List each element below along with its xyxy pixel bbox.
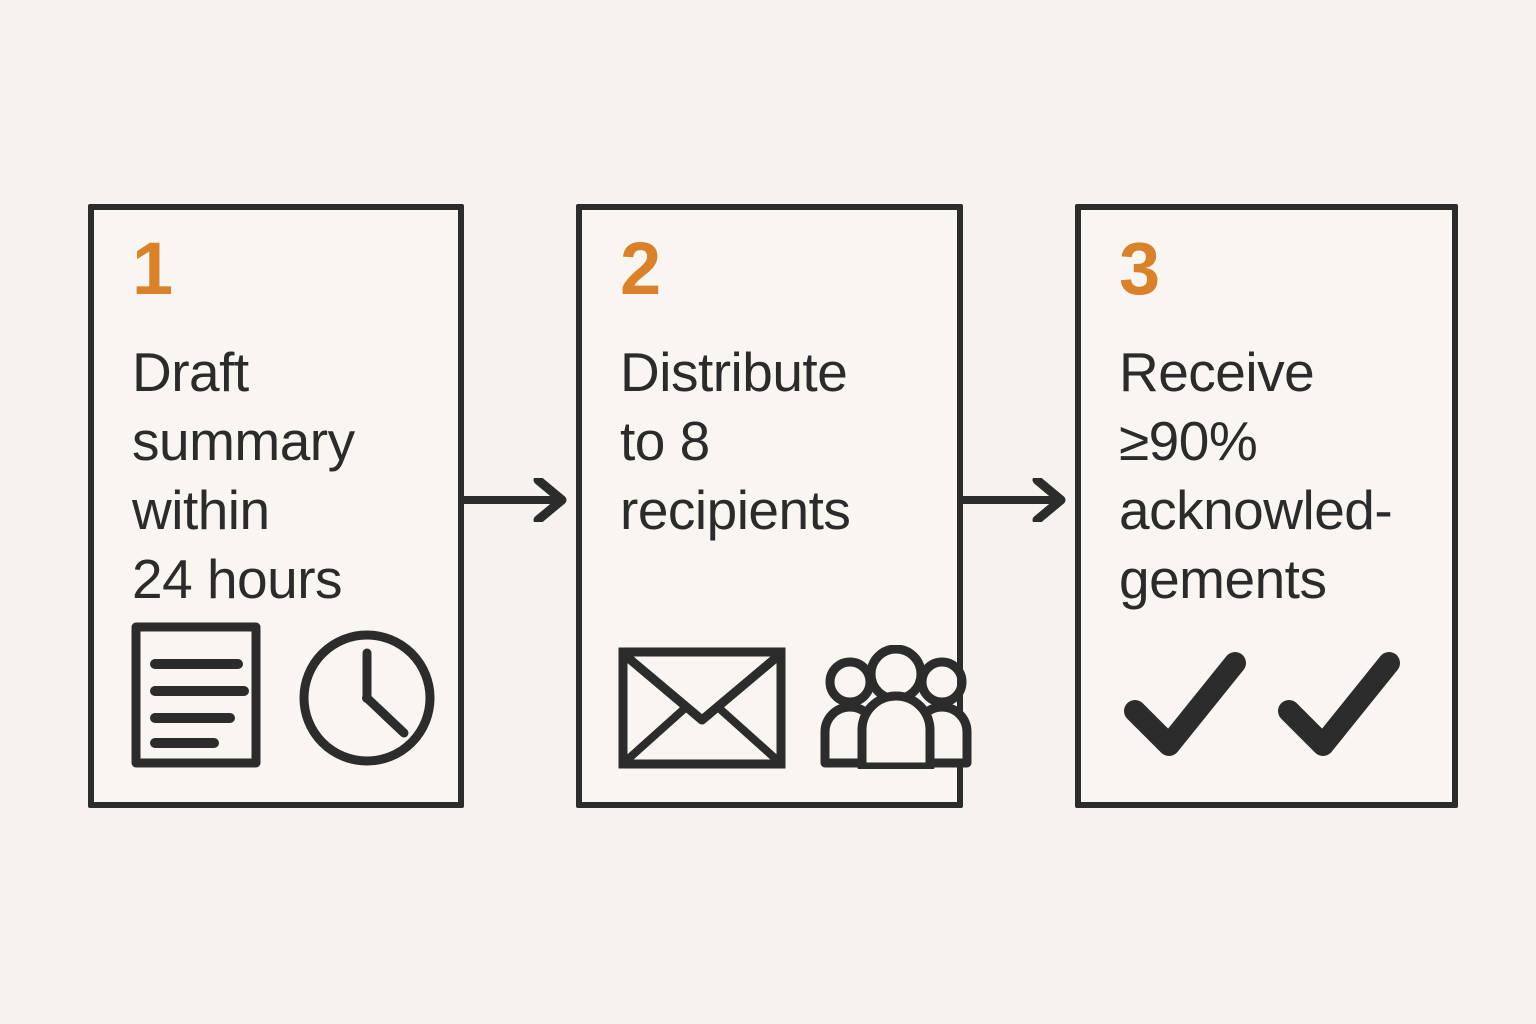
step-number-2: 2 [620, 227, 661, 310]
step-number-1: 1 [132, 227, 173, 310]
checkmark-icon [1275, 649, 1403, 764]
step-number-3: 3 [1119, 227, 1160, 310]
step-1-icon-row [130, 621, 438, 774]
connector-arrow-2 [963, 475, 1075, 525]
step-3-icon-row [1121, 649, 1403, 764]
checkmark-icon [1121, 649, 1249, 764]
step-2-icon-row [618, 644, 972, 774]
step-title-1: Draft summary within 24 hours [132, 341, 355, 610]
step-title-2: Distribute to 8 recipients [620, 341, 851, 541]
connector-arrow-1 [464, 475, 576, 525]
document-icon [130, 621, 262, 774]
step-card-1[interactable]: 1 Draft summary within 24 hours [88, 204, 464, 808]
step-title-3: Receive ≥90% acknowled- gements [1119, 341, 1393, 610]
people-group-icon [820, 644, 972, 774]
clock-icon [296, 627, 438, 774]
envelope-icon [618, 647, 786, 774]
step-card-2[interactable]: 2 Distribute to 8 recipients [576, 204, 972, 808]
step-card-3[interactable]: 3 Receive ≥90% acknowled- gements [1075, 204, 1458, 808]
